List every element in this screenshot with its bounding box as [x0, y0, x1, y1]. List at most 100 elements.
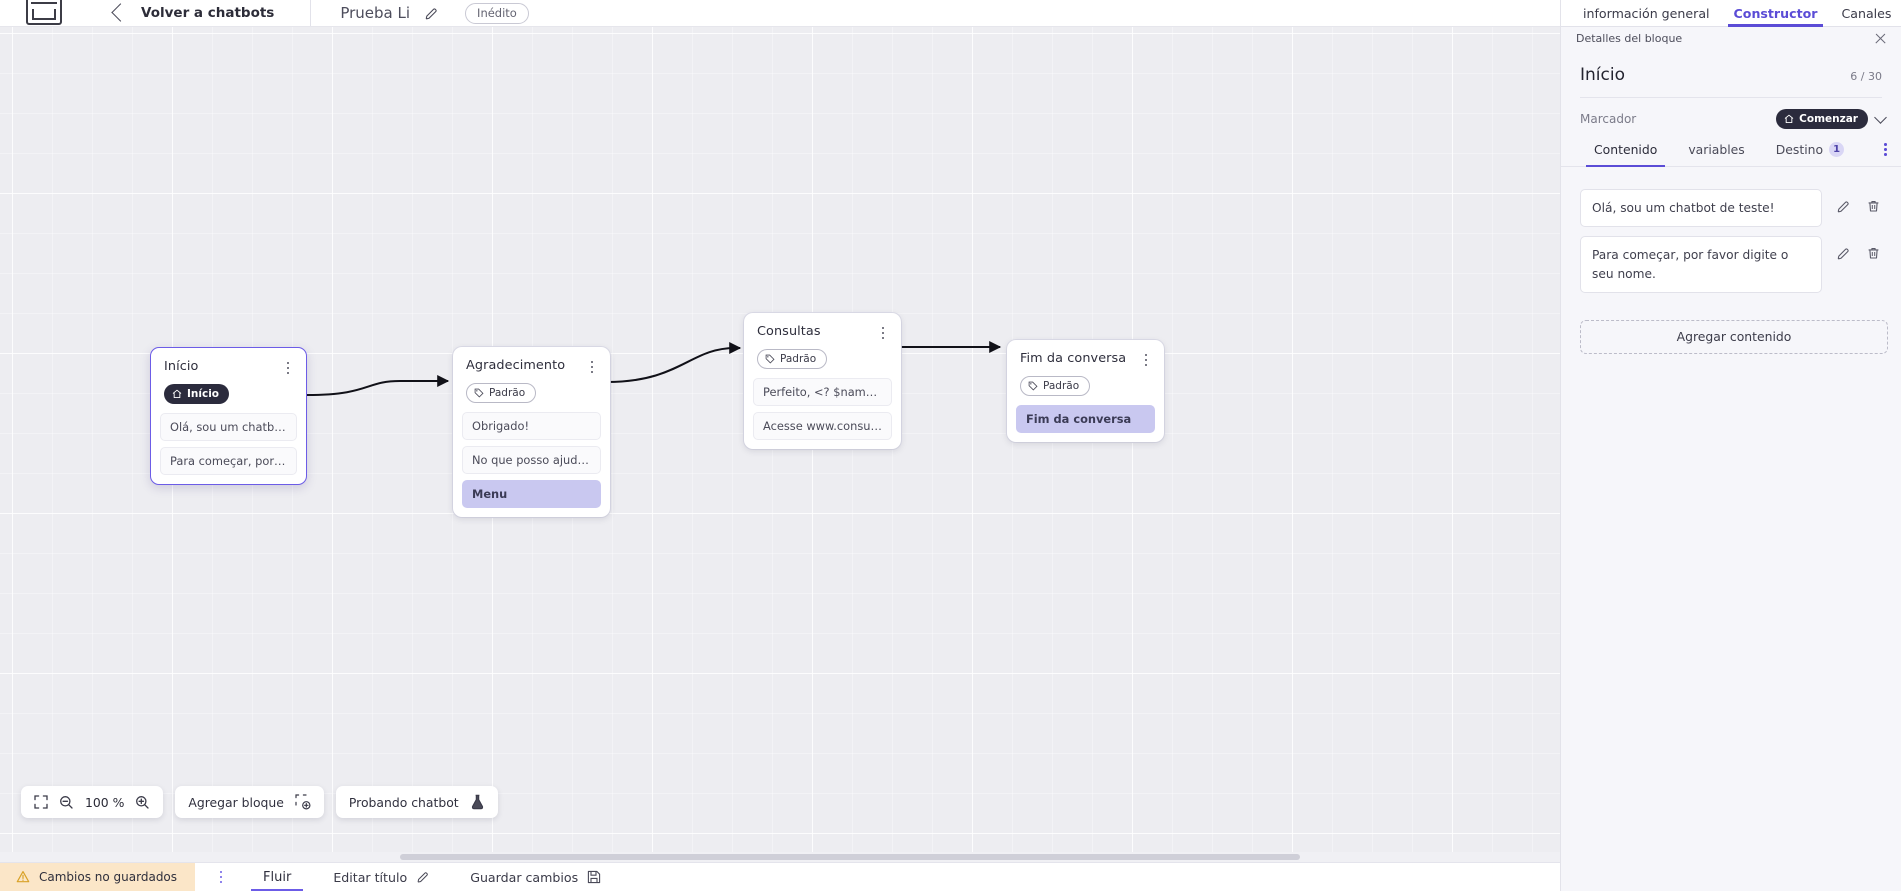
- pencil-icon: [417, 872, 429, 883]
- zoom-in-icon[interactable]: [135, 795, 150, 810]
- node-items: Fim da conversa: [1007, 396, 1164, 433]
- marker-value-group[interactable]: Comenzar: [1776, 109, 1887, 129]
- tag-icon: [765, 354, 775, 364]
- chevron-left-icon[interactable]: [111, 2, 130, 22]
- node-item[interactable]: Perfeito, <? $name ?>!: [753, 378, 892, 406]
- node-badge-start: Início: [164, 384, 230, 404]
- node-item[interactable]: Obrigado!: [462, 412, 601, 440]
- save-changes-button[interactable]: Guardar cambios: [450, 863, 621, 891]
- node-menu-icon[interactable]: [281, 360, 295, 376]
- node-badge-default: Padrão: [466, 383, 537, 403]
- node-header: Agradecimento: [453, 347, 610, 375]
- publish-status-badge: Inédito: [465, 2, 529, 24]
- node-badge-row: Padrão: [1007, 368, 1164, 396]
- close-icon[interactable]: [1874, 32, 1887, 45]
- more-vertical-icon[interactable]: [1884, 142, 1887, 165]
- pencil-icon[interactable]: [1828, 236, 1858, 270]
- node-badge-row: Início: [151, 376, 306, 404]
- node-menu-icon[interactable]: [876, 325, 890, 341]
- node-title: Agradecimento: [466, 358, 566, 373]
- node-title: Fim da conversa: [1020, 351, 1127, 366]
- tab-contenido-label: Contenido: [1594, 142, 1658, 157]
- trash-icon[interactable]: [1858, 189, 1888, 223]
- canvas-toolbar: 100 % Agregar bloque Probando chatbot: [21, 786, 498, 818]
- flow-node-consultas[interactable]: Consultas Padrão Perfeito, <? $name ?>! …: [744, 313, 901, 449]
- node-item[interactable]: Para começar, por favor digite o ...: [160, 447, 297, 475]
- bot-name-label: Prueba Li: [340, 4, 411, 22]
- app-logo-icon[interactable]: [26, 0, 62, 25]
- node-item[interactable]: No que posso ajudar, <? $name ...: [462, 446, 601, 474]
- unsaved-changes-label: Cambios no guardados: [39, 870, 178, 884]
- flow-node-agradecimento[interactable]: Agradecimento Padrão Obrigado! No que po…: [453, 347, 610, 517]
- node-badge-label: Padrão: [489, 387, 526, 399]
- node-menu-icon[interactable]: [585, 359, 599, 375]
- marker-label: Marcador: [1580, 112, 1637, 126]
- zoom-out-icon[interactable]: [59, 795, 74, 810]
- flow-node-inicio[interactable]: Início Início Olá, sou um chatbot de tes…: [150, 347, 307, 485]
- add-content-button[interactable]: Agregar contenido: [1580, 319, 1888, 354]
- add-block-label: Agregar bloque: [188, 794, 284, 810]
- node-header: Início: [151, 348, 306, 376]
- content-item-text[interactable]: Para começar, por favor digite o seu nom…: [1580, 236, 1822, 293]
- marker-badge-label: Comenzar: [1799, 113, 1858, 125]
- test-chatbot-label: Probando chatbot: [348, 794, 459, 810]
- block-details-panel: información general Constructor Canales …: [1560, 0, 1901, 891]
- chevron-down-icon[interactable]: [1874, 110, 1887, 124]
- tab-destino-badge: 1: [1829, 142, 1845, 157]
- node-badge-row: Padrão: [453, 375, 610, 403]
- content-item-text[interactable]: Olá, sou um chatbot de teste!: [1580, 189, 1822, 228]
- bottom-bar: Cambios no guardados Fluir Editar título…: [0, 862, 1560, 891]
- node-badge-label: Padrão: [1043, 380, 1080, 392]
- scrollbar-thumb[interactable]: [400, 854, 1300, 860]
- tab-canales[interactable]: Canales: [1841, 5, 1892, 21]
- content-items-list: Olá, sou um chatbot de teste! Para começ…: [1561, 167, 1901, 293]
- content-item-row: Para começar, por favor digite o seu nom…: [1580, 236, 1888, 293]
- more-vertical-icon[interactable]: [201, 863, 241, 891]
- edit-title-button[interactable]: Editar título: [313, 863, 450, 891]
- test-chatbot-button[interactable]: Probando chatbot: [335, 786, 498, 818]
- add-block-icon: [295, 794, 311, 810]
- node-item-menu[interactable]: Menu: [462, 480, 601, 508]
- canvas-horizontal-scrollbar[interactable]: [0, 852, 1560, 862]
- node-badge-label: Padrão: [780, 353, 817, 365]
- tab-variables[interactable]: variables: [1674, 142, 1758, 166]
- node-item[interactable]: Olá, sou um chatbot de teste!: [160, 413, 297, 441]
- marker-badge-comenzar[interactable]: Comenzar: [1776, 109, 1868, 129]
- tab-destino-label: Destino: [1775, 142, 1824, 157]
- unsaved-changes-badge: Cambios no guardados: [0, 863, 196, 891]
- node-items: Olá, sou um chatbot de teste! Para começ…: [151, 404, 306, 475]
- node-menu-icon[interactable]: [1139, 352, 1153, 368]
- node-item-end[interactable]: Fim da conversa: [1016, 405, 1155, 433]
- zoom-controls: 100 %: [21, 786, 164, 818]
- node-items: Obrigado! No que posso ajudar, <? $name …: [453, 403, 610, 508]
- block-title-row: Início 6 / 30: [1561, 49, 1901, 85]
- node-title: Início: [164, 359, 199, 374]
- save-changes-label: Guardar cambios: [470, 869, 579, 885]
- node-badge-label: Início: [187, 388, 220, 400]
- content-item-row: Olá, sou um chatbot de teste!: [1580, 189, 1888, 228]
- node-item[interactable]: Acesse www.consultas.com par...: [753, 412, 892, 440]
- tab-destino[interactable]: Destino 1: [1762, 142, 1858, 166]
- add-block-button[interactable]: Agregar bloque: [175, 786, 324, 818]
- flow-canvas[interactable]: Início Início Olá, sou um chatbot de tes…: [0, 27, 1560, 862]
- block-count-label: 6 / 30: [1850, 70, 1882, 83]
- fit-screen-icon[interactable]: [34, 795, 48, 809]
- tab-fluir[interactable]: Fluir: [241, 863, 313, 891]
- tab-constructor[interactable]: Constructor: [1722, 0, 1830, 27]
- node-header: Consultas: [744, 313, 901, 341]
- tab-variables-label: variables: [1688, 142, 1745, 157]
- warning-icon: [16, 871, 30, 883]
- panel-top-tabs: información general Constructor Canales: [1561, 0, 1901, 27]
- pencil-icon[interactable]: [1828, 189, 1858, 223]
- flow-node-fim-da-conversa[interactable]: Fim da conversa Padrão Fim da conversa: [1007, 340, 1164, 442]
- node-header: Fim da conversa: [1007, 340, 1164, 368]
- home-icon: [172, 389, 182, 399]
- tab-contenido[interactable]: Contenido: [1580, 142, 1671, 167]
- zoom-level-label: 100 %: [85, 794, 125, 810]
- tab-informacion-general[interactable]: información general: [1583, 5, 1710, 21]
- tag-icon: [474, 388, 484, 398]
- pencil-icon[interactable]: [424, 6, 439, 21]
- trash-icon[interactable]: [1858, 236, 1888, 270]
- back-to-chatbots-link[interactable]: Volver a chatbots: [141, 5, 275, 21]
